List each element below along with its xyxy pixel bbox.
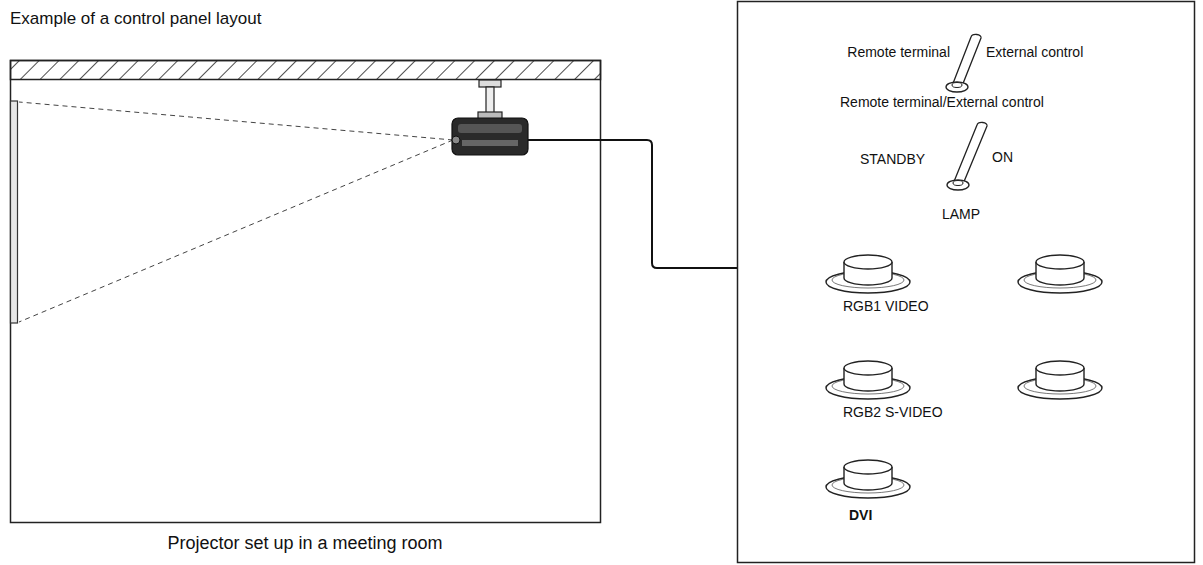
switch-label: External control: [986, 44, 1083, 61]
projector: [452, 80, 528, 155]
figure-caption: Projector set up in a meeting room: [167, 533, 442, 555]
push-button: [1018, 255, 1102, 293]
switch-label: Remote terminal: [847, 44, 950, 61]
switch-label: STANDBY: [860, 151, 925, 168]
room-outline: [11, 61, 601, 523]
cable: [528, 140, 737, 268]
toggle-switch: [947, 122, 987, 190]
button-label: RGB2 S-VIDEO: [843, 404, 943, 421]
switch-name: Remote terminal/External control: [840, 94, 1044, 111]
button-label: DVI: [849, 507, 872, 524]
figure-title: Example of a control panel layout: [10, 9, 261, 29]
beam-line: [19, 102, 453, 140]
switch-name: LAMP: [942, 206, 980, 223]
push-button: [826, 460, 910, 498]
push-button: [826, 361, 910, 399]
switch-label: ON: [992, 149, 1013, 166]
beam-line: [19, 140, 453, 322]
push-button: [1018, 361, 1102, 399]
push-button: [826, 255, 910, 293]
projection-screen: [11, 101, 18, 323]
ceiling-hatch: [11, 61, 601, 80]
button-label: RGB1 VIDEO: [843, 298, 929, 315]
toggle-switch: [946, 34, 981, 92]
control-panel: [738, 2, 1195, 563]
